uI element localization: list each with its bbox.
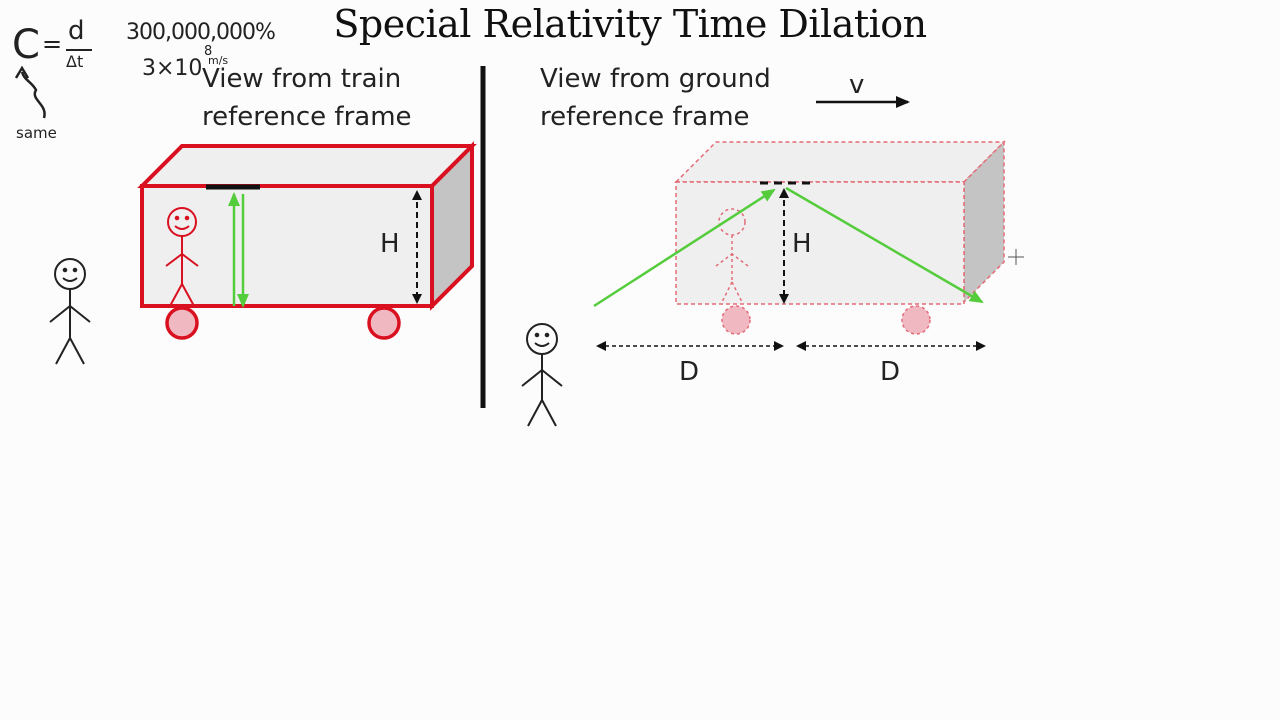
- train-frame-heading-line2: reference frame: [202, 102, 412, 132]
- formula-c: C: [12, 22, 40, 68]
- ground-observer-right: [521, 323, 563, 427]
- formula-equals: =: [42, 30, 63, 58]
- ground-observer-left: [49, 258, 91, 365]
- passenger-stick-figure: [165, 207, 199, 307]
- page-title: Special Relativity Time Dilation: [333, 2, 927, 46]
- note-curved-arrow: [20, 71, 46, 119]
- train-wheel-right: [367, 306, 401, 340]
- ground-frame-heading-line2: reference frame: [540, 102, 750, 132]
- height-label-train: H: [380, 229, 400, 259]
- scientific-exponent: 8: [204, 44, 213, 59]
- train-car: [137, 141, 477, 311]
- light-path-diagonal-up: [593, 188, 776, 308]
- formula-denominator: Δt: [66, 52, 84, 71]
- light-path-diagonal-down: [785, 186, 984, 304]
- train-wheel-left: [165, 306, 199, 340]
- formula-numerator: d: [68, 16, 85, 46]
- moving-train-ghost: [674, 140, 1006, 305]
- ghost-wheel-left: [721, 305, 751, 335]
- scientific-unit: m/s: [208, 54, 229, 67]
- velocity-label: v: [849, 70, 864, 100]
- distance-label-left: D: [679, 357, 699, 387]
- train-car-top: [137, 144, 477, 188]
- ghost-car-top: [674, 141, 1006, 183]
- note-arrowhead: [14, 65, 30, 79]
- ghost-car-front: [675, 181, 965, 305]
- crosshair-cursor-icon: [1008, 249, 1024, 265]
- speed-value: 300,000,000%: [126, 20, 276, 45]
- scientific-base: 3×10: [142, 56, 203, 81]
- height-label-ground: H: [792, 229, 812, 259]
- train-car-front: [140, 184, 434, 308]
- ghost-wheel-right: [901, 305, 931, 335]
- train-frame-heading-line1: View from train: [202, 64, 402, 94]
- ghost-passenger-stick-figure: [715, 208, 749, 303]
- distance-label-right: D: [880, 357, 900, 387]
- ground-frame-heading-line1: View from ground: [540, 64, 771, 94]
- note-same: same: [16, 124, 57, 142]
